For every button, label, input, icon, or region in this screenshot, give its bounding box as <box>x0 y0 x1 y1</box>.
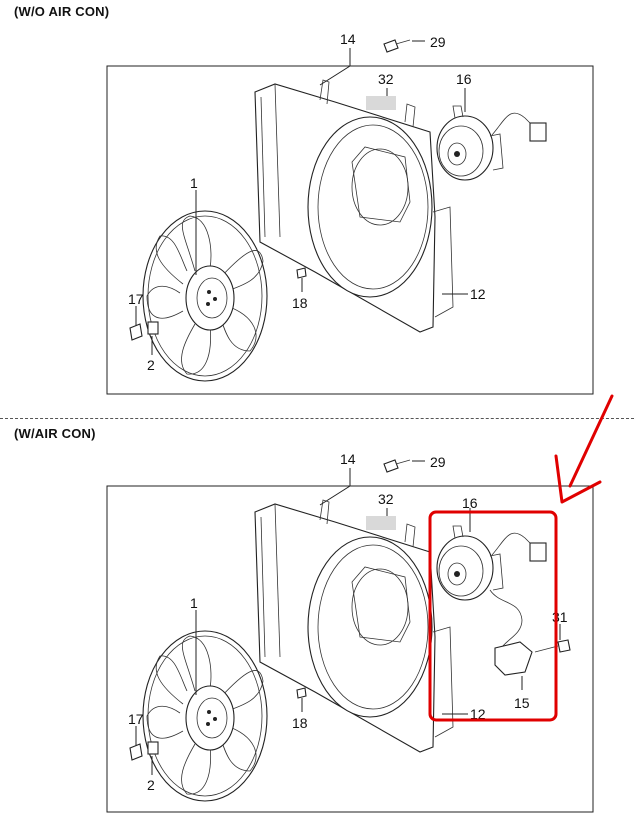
motor-wire <box>491 112 533 136</box>
motor-illustration <box>436 525 504 601</box>
callout-nut: 17 <box>128 291 144 307</box>
shroud-illustration <box>254 79 454 333</box>
resistor-illustration <box>494 641 533 676</box>
callout-shroud: 12 <box>470 706 486 722</box>
callout-washer: 2 <box>147 357 155 373</box>
callout-fan: 1 <box>190 595 198 611</box>
callout-clip: 18 <box>292 715 308 731</box>
callout-label-sticker: 32 <box>378 71 394 87</box>
bolt-illustration <box>383 39 399 53</box>
resistor-bolt-illustration <box>557 639 571 653</box>
motor-connector <box>529 542 547 562</box>
callout-bolt: 29 <box>430 454 446 470</box>
motor-connector <box>529 122 547 142</box>
label-sticker-illustration <box>366 96 396 110</box>
resistor-bolt-shaft <box>534 645 559 653</box>
highlight-arrow-head <box>554 454 602 504</box>
diagram-with-aircon: 1 17 2 14 29 32 16 18 12 31 15 <box>106 394 614 813</box>
motor-wire <box>491 532 533 556</box>
clip-illustration <box>296 267 307 279</box>
bolt-shaft <box>395 459 411 465</box>
washer-illustration <box>147 321 159 335</box>
callout-fan: 1 <box>190 175 198 191</box>
nut-illustration <box>129 743 143 761</box>
callout-clip: 18 <box>292 295 308 311</box>
resistor-wire <box>489 589 523 651</box>
callout-shroud: 12 <box>470 286 486 302</box>
bolt-shaft <box>395 39 411 45</box>
nut-illustration <box>129 323 143 341</box>
washer-illustration <box>147 741 159 755</box>
clip-illustration <box>296 687 307 699</box>
callout-resistor-bolt: 31 <box>552 609 568 625</box>
callout-motor: 16 <box>462 495 478 511</box>
diagram-without-aircon: 1 17 2 14 29 32 16 18 12 <box>106 31 594 395</box>
motor-illustration <box>436 105 504 181</box>
callout-motor: 16 <box>456 71 472 87</box>
highlight-arrow <box>568 394 614 488</box>
fan-illustration <box>142 630 268 802</box>
callout-label-sticker: 32 <box>378 491 394 507</box>
fan-illustration <box>142 210 268 382</box>
callout-washer: 2 <box>147 777 155 793</box>
shroud-illustration <box>254 499 454 753</box>
label-sticker-illustration <box>366 516 396 530</box>
section-title-with-aircon: (W/AIR CON) <box>14 426 96 441</box>
callout-shroud-bolt: 14 <box>340 31 356 47</box>
callout-resistor: 15 <box>514 695 530 711</box>
callout-shroud-bolt: 14 <box>340 451 356 467</box>
callout-bolt: 29 <box>430 34 446 50</box>
section-title-without-aircon: (W/O AIR CON) <box>14 4 110 19</box>
highlight-box <box>428 510 558 722</box>
callout-nut: 17 <box>128 711 144 727</box>
bolt-illustration <box>383 459 399 473</box>
section-divider <box>0 418 634 419</box>
